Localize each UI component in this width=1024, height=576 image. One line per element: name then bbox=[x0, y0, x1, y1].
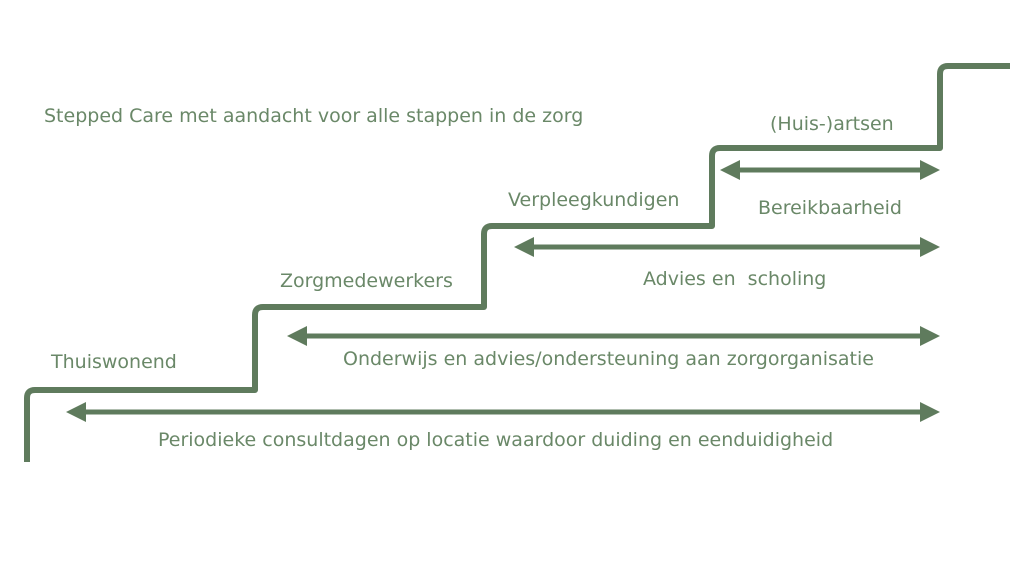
step-label-thuiswonend: Thuiswonend bbox=[51, 351, 177, 373]
staircase-line bbox=[24, 63, 1010, 462]
step-label-verpleegkundigen: Verpleegkundigen bbox=[508, 189, 680, 211]
arrow-label-periodieke-consultdagen: Periodieke consultdagen op locatie waard… bbox=[158, 429, 834, 451]
diagram-title: Stepped Care met aandacht voor alle stap… bbox=[44, 105, 584, 127]
arrow-label-bereikbaarheid: Bereikbaarheid bbox=[758, 197, 902, 219]
step-label-huisartsen: (Huis-)artsen bbox=[770, 113, 894, 135]
step-label-zorgmedewerkers: Zorgmedewerkers bbox=[280, 270, 453, 292]
arrow-label-advies-scholing: Advies en scholing bbox=[643, 268, 827, 290]
arrow-label-onderwijs: Onderwijs en advies/ondersteuning aan zo… bbox=[343, 348, 874, 370]
